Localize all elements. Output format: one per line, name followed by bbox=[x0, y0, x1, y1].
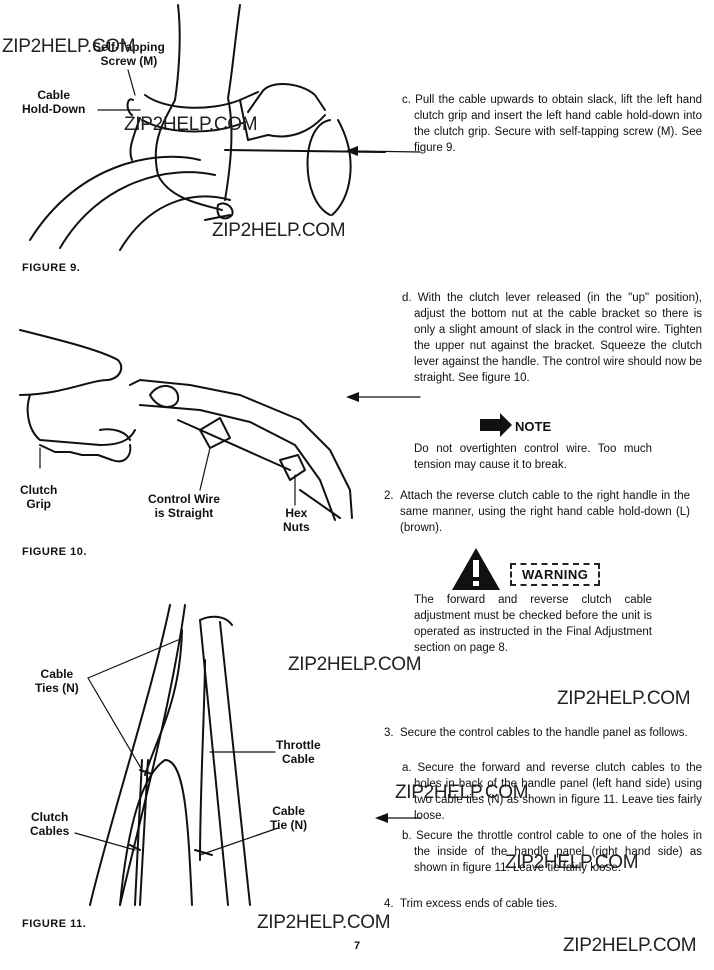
note-heading: NOTE bbox=[515, 419, 551, 434]
watermark: ZIP2HELP.COM bbox=[395, 782, 529, 803]
clutch-grip-label: Clutch Grip bbox=[20, 483, 58, 511]
note-label: NOTE bbox=[515, 419, 552, 434]
step-2-text: Attach the reverse clutch cable to the r… bbox=[400, 490, 690, 534]
cable-ties-label: Cable Ties (N) bbox=[35, 667, 79, 695]
leader-lines bbox=[39, 69, 421, 856]
watermark: ZIP2HELP.COM bbox=[505, 852, 639, 873]
step-3: 3. Secure the control cables to the hand… bbox=[384, 725, 690, 741]
step-4-text: Trim excess ends of cable ties. bbox=[400, 898, 558, 910]
cable-hold-down-label: Cable Hold-Down bbox=[22, 88, 86, 116]
step-4: 4. Trim excess ends of cable ties. bbox=[384, 896, 690, 912]
step-2-number: 2. bbox=[384, 490, 394, 502]
warning-triangle-icon bbox=[452, 548, 500, 590]
hex-nuts-label: Hex Nuts bbox=[283, 506, 310, 534]
cable-tie-label: Cable Tie (N) bbox=[270, 804, 308, 832]
figure-10-drawing bbox=[19, 329, 353, 521]
watermark: ZIP2HELP.COM bbox=[563, 935, 697, 956]
note-text: Do not overtighten control wire. Too muc… bbox=[414, 443, 652, 471]
page-number: 7 bbox=[354, 940, 361, 952]
control-wire-label: Control Wire is Straight bbox=[148, 492, 220, 520]
watermark: ZIP2HELP.COM bbox=[288, 654, 422, 675]
step-4-number: 4. bbox=[384, 898, 394, 910]
step-3b-text: b. Secure the throttle control cable to … bbox=[402, 830, 702, 874]
figure-11-drawing bbox=[89, 604, 251, 906]
self-tapping-screw-label: Self-Tapping Screw (M) bbox=[93, 40, 165, 68]
warning-text: The forward and reverse clutch cable adj… bbox=[414, 594, 652, 654]
figure-9-drawing bbox=[29, 4, 386, 251]
watermark: ZIP2HELP.COM bbox=[557, 688, 691, 709]
step-2: 2. Attach the reverse clutch cable to th… bbox=[384, 488, 690, 536]
throttle-cable-label: Throttle Cable bbox=[276, 738, 321, 766]
warning-heading: WARNING bbox=[510, 563, 601, 586]
warning-label: WARNING bbox=[522, 567, 589, 582]
step-3a-text: a. Secure the forward and reverse clutch… bbox=[402, 762, 702, 822]
step-3-number: 3. bbox=[384, 727, 394, 739]
watermark: ZIP2HELP.COM bbox=[212, 220, 346, 241]
step-d-text: d. With the clutch lever released (in th… bbox=[402, 292, 702, 384]
figure-11-caption: FIGURE 11. bbox=[22, 918, 87, 930]
pointing-hand-icon bbox=[480, 413, 512, 437]
watermark: ZIP2HELP.COM bbox=[2, 36, 136, 57]
watermark: ZIP2HELP.COM bbox=[124, 114, 258, 135]
step-c-text: c. Pull the cable upwards to obtain slac… bbox=[402, 94, 702, 154]
clutch-cables-label: Clutch Cables bbox=[30, 810, 70, 838]
figure-10-caption: FIGURE 10. bbox=[22, 546, 87, 558]
arrowheads bbox=[345, 146, 388, 823]
step-3-text: Secure the control cables to the handle … bbox=[400, 727, 688, 739]
watermark: ZIP2HELP.COM bbox=[257, 912, 391, 933]
figure-9-caption: FIGURE 9. bbox=[22, 262, 81, 274]
